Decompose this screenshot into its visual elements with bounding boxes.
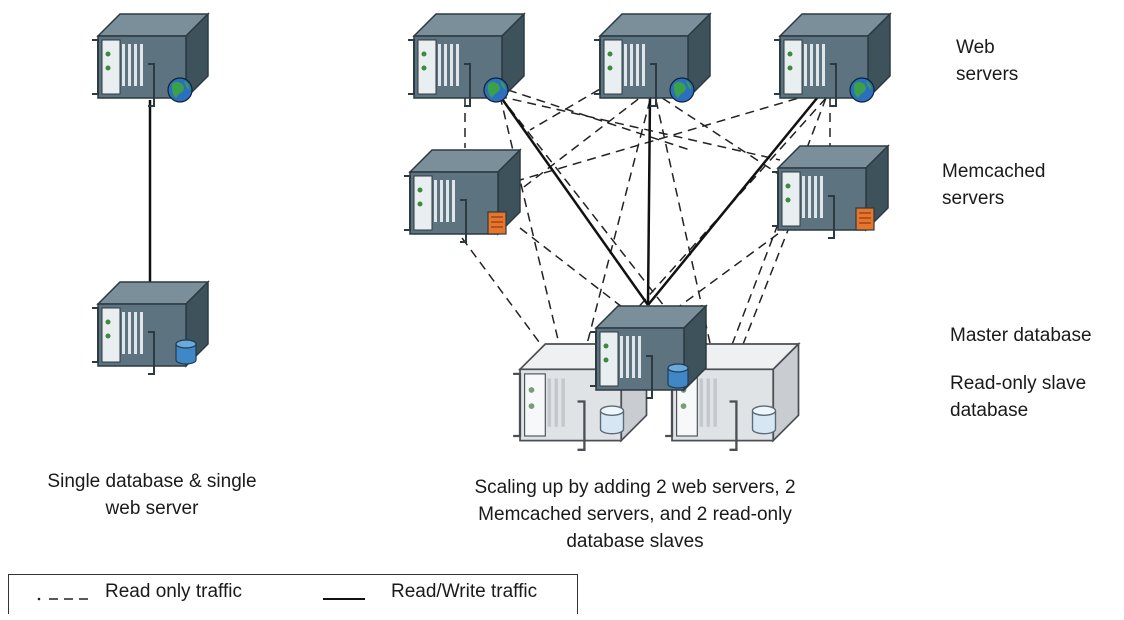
memcached-server-1-icon [403,149,521,243]
web-server-1-icon [407,13,525,107]
legend-line-samples [37,597,365,601]
read-write-links [498,91,823,306]
memcached-servers-label: Memcached servers [942,161,1046,209]
master-database-label: Master database [950,325,1092,346]
legend-read-only-swatch [37,597,89,601]
single-db-server-icon [91,281,209,375]
legend-read-write-label: Read/Write traffic [391,581,538,602]
web-servers-label: Web servers [956,37,1019,85]
legend-read-only-label: Read only traffic [105,581,242,602]
caption-single: Single database & single web server [47,471,257,519]
web-server-2-icon [593,13,711,107]
web-server-3-icon [773,13,891,107]
legend: Read only traffic Read/Write traffic [8,574,578,614]
single-web-server-icon [91,13,209,107]
caption-scaled: Scaling up by adding 2 web servers, 2 Me… [474,477,796,552]
master-db-server-icon [589,305,707,399]
memcached-server-2-icon [771,145,889,239]
slave-database-label: Read-only slave database [950,373,1087,421]
